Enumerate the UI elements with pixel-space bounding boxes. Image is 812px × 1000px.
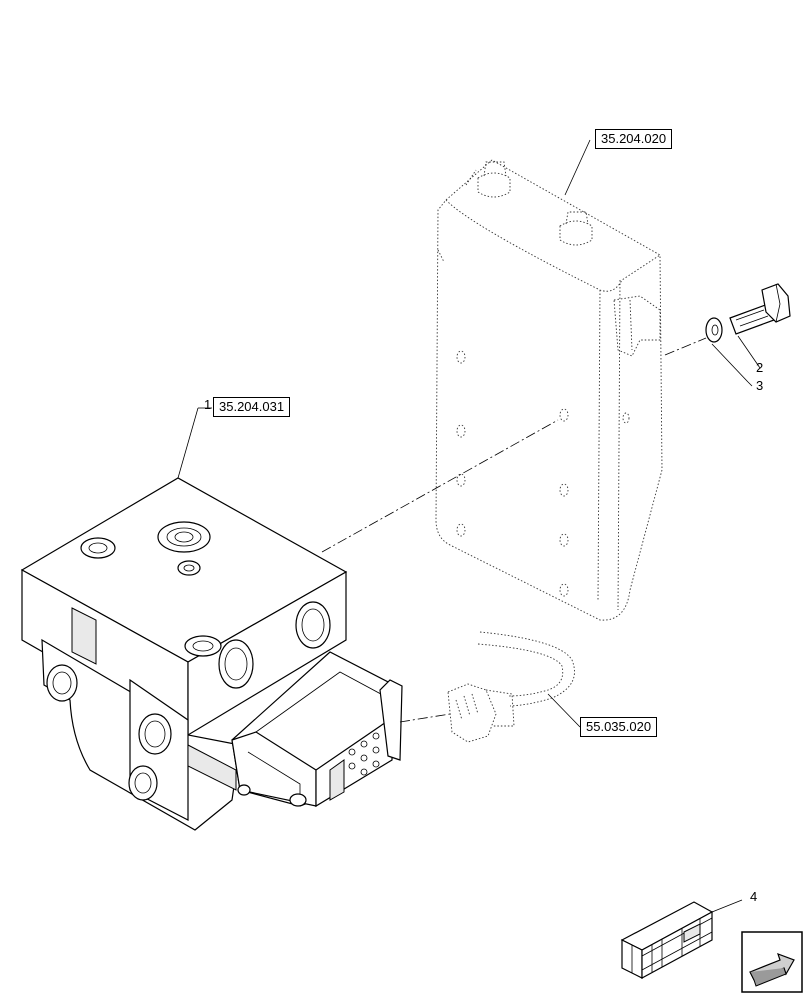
washer-callout-tick (747, 381, 753, 387)
kit-callout-number: 4 (750, 889, 758, 904)
valve-leader (177, 407, 199, 479)
harness-axis-line (399, 713, 451, 723)
harness-reference-label[interactable]: 55.035.020 (580, 717, 658, 737)
housing-outline (435, 159, 663, 621)
valve-block (20, 477, 403, 831)
bolt-leader (737, 335, 761, 369)
harness-leader (547, 693, 581, 728)
washer-leader (711, 343, 749, 383)
washer-part (705, 317, 723, 343)
kit-leader (711, 899, 743, 913)
washer-callout-number: 3 (756, 378, 764, 393)
housing-reference-label[interactable]: 35.204.020 (595, 129, 673, 149)
crate-icon (620, 901, 714, 980)
harness-connector (447, 631, 575, 743)
valve-callout-number: 1 (204, 397, 212, 412)
valve-reference-label[interactable]: 35.204.031 (213, 397, 291, 417)
arrow-return-icon[interactable] (740, 930, 804, 994)
bolt-callout-number: 2 (756, 360, 764, 375)
bolt-axis-line (664, 337, 707, 356)
housing-leader (564, 139, 591, 196)
assembly-axis-line (321, 419, 559, 553)
bolt-part (729, 283, 791, 335)
